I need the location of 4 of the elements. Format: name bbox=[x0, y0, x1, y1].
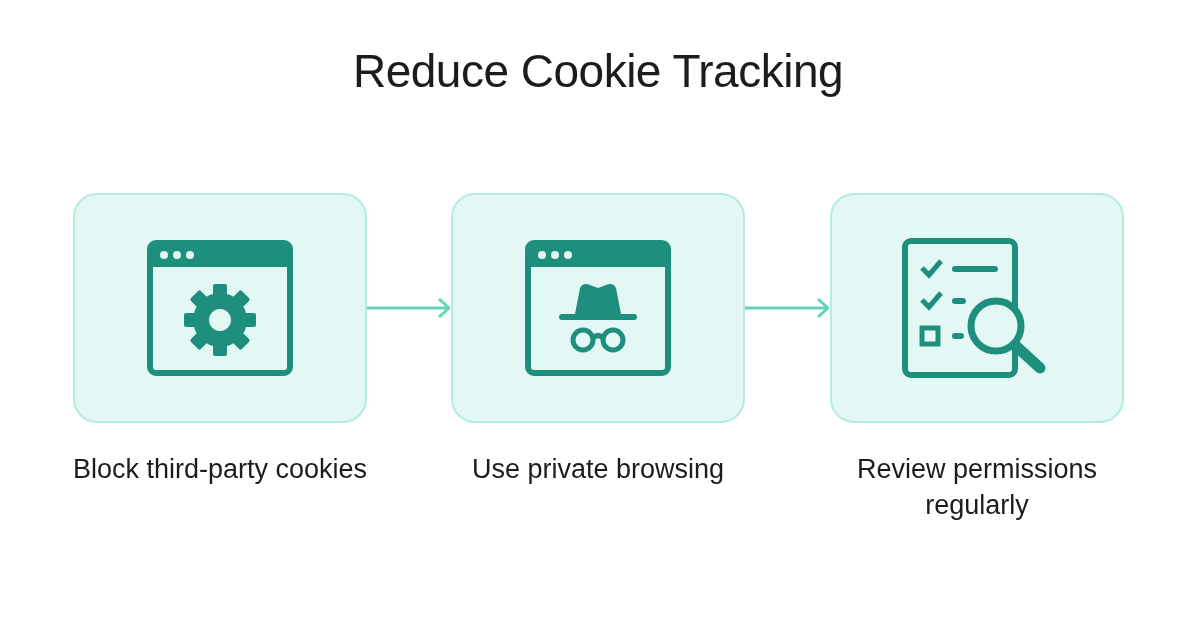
title: Reduce Cookie Tracking bbox=[351, 44, 845, 98]
step-label: Use private browsing bbox=[470, 453, 726, 486]
step-label: Review permissions regularly bbox=[855, 453, 1099, 522]
step-label: Block third-party cookies bbox=[71, 453, 369, 486]
